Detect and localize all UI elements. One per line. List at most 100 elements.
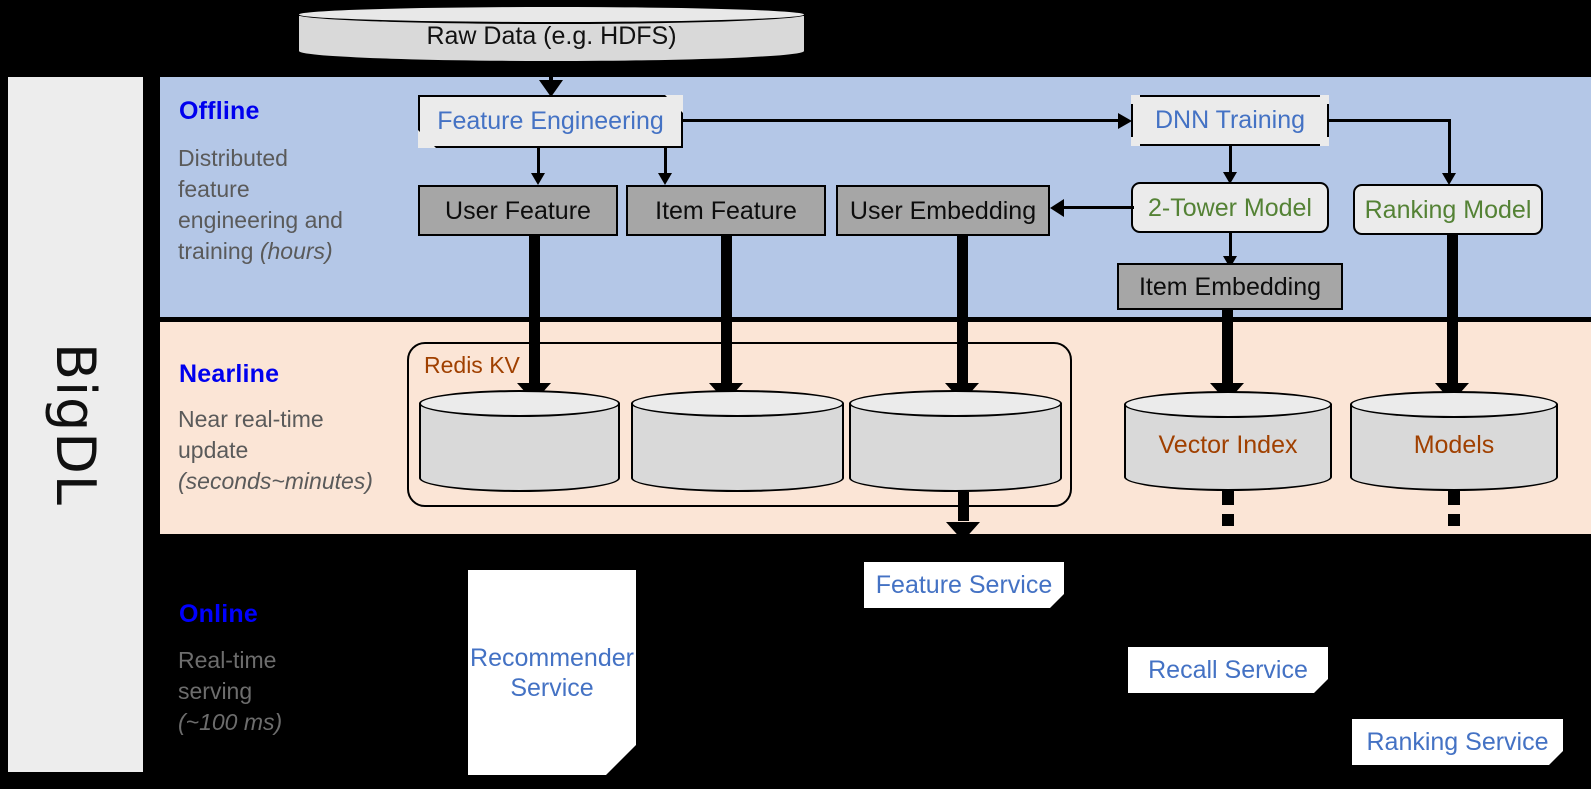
- arrowhead-fe-to-item-feature: [658, 173, 672, 185]
- bigdl-brand-rail: BigDL: [8, 77, 143, 772]
- pipe-models-dash-2: [1448, 514, 1460, 526]
- online-sub-l1: Real-time: [178, 647, 277, 673]
- online-sub-l3-em: (~100 ms): [178, 709, 283, 735]
- redis-store-1-cylinder[interactable]: [419, 390, 620, 492]
- offline-sub-l3: engineering and: [178, 207, 343, 233]
- redis-store-2-body: [631, 403, 844, 492]
- redis-store-3-top: [849, 390, 1062, 417]
- item-embedding-label: Item Embedding: [1138, 272, 1322, 301]
- pipe-ranking-model-to-models: [1447, 235, 1458, 388]
- page-fold-icon: [1549, 751, 1563, 765]
- redis-store-2-cylinder[interactable]: [631, 390, 844, 492]
- redis-store-1-label: [419, 390, 620, 492]
- raw-data-cylinder-top: [297, 5, 806, 24]
- offline-sub-l2: feature: [178, 176, 250, 202]
- recommender-service-label-line1: Recommender: [470, 643, 634, 672]
- recommender-service-label-line2: Service: [510, 673, 594, 702]
- vector-index-label: Vector Index: [1158, 430, 1298, 459]
- offline-layer-title: Offline: [179, 97, 260, 125]
- edge-dnn-to-two-tower: [1229, 146, 1232, 174]
- ranking-model-node[interactable]: Ranking Model: [1353, 184, 1543, 235]
- arrowhead-redis-to-feature-service: [946, 522, 980, 541]
- arrowhead-feature-engineering-to-dnn-training: [1118, 113, 1132, 129]
- arrowhead-dnn-to-two-tower: [1223, 172, 1237, 184]
- raw-data-label: Raw Data (e.g. HDFS): [426, 21, 677, 50]
- pipe-user-embedding-to-store-3: [957, 236, 968, 388]
- page-fold-icon: [1314, 679, 1328, 693]
- redis-store-3-cylinder[interactable]: [849, 390, 1062, 492]
- dnn-training-node[interactable]: DNN Training: [1131, 95, 1329, 146]
- redis-kv-label: Redis KV: [424, 352, 520, 378]
- feature-engineering-node[interactable]: Feature Engineering: [418, 95, 683, 148]
- bigdl-brand-label: BigDL: [44, 343, 107, 506]
- feature-engineering-shape: [418, 95, 683, 148]
- online-sub-l2: serving: [178, 678, 253, 704]
- item-embedding-node[interactable]: Item Embedding: [1117, 263, 1343, 310]
- ranking-service-label: Ranking Service: [1366, 728, 1549, 756]
- offline-sub-l4-em: (hours): [259, 238, 333, 264]
- models-label: Models: [1413, 430, 1495, 459]
- user-feature-label: User Feature: [445, 196, 591, 225]
- edge-feature-engineering-to-dnn-training: [683, 119, 1119, 122]
- ranking-model-label: Ranking Model: [1364, 195, 1532, 224]
- feature-service-label: Feature Service: [875, 571, 1053, 599]
- arrowhead-rawdata-to-feature-engineering: [539, 80, 563, 97]
- item-feature-node[interactable]: Item Feature: [626, 185, 826, 236]
- nearline-layer-title: Nearline: [179, 360, 280, 388]
- dnn-training-label: DNN Training: [1154, 106, 1306, 134]
- dnn-training-shape: [1131, 95, 1329, 146]
- ranking-service-node[interactable]: Ranking Service: [1352, 719, 1563, 765]
- nearline-sub-l2: update: [178, 437, 249, 463]
- edge-dnn-to-ranking-model-v: [1448, 119, 1451, 175]
- models-cylinder[interactable]: Models: [1350, 391, 1558, 491]
- recommender-service-node[interactable]: Recommender Service: [468, 570, 636, 775]
- offline-layer-subtitle: Distributed feature engineering and trai…: [178, 143, 413, 267]
- nearline-sub-l1: Near real-time: [178, 406, 324, 432]
- edge-dnn-to-ranking-model-h: [1329, 119, 1451, 122]
- nearline-layer-subtitle: Near real-time update (seconds~minutes): [178, 404, 413, 497]
- user-feature-node[interactable]: User Feature: [418, 185, 618, 236]
- item-feature-label: Item Feature: [655, 196, 797, 225]
- redis-store-1-body: [419, 403, 620, 492]
- online-layer-title: Online: [179, 600, 258, 628]
- models-top: [1350, 391, 1558, 418]
- offline-sub-l4: training: [178, 238, 260, 264]
- vector-index-cylinder[interactable]: Vector Index: [1124, 391, 1332, 491]
- online-layer-subtitle: Real-time serving (~100 ms): [178, 645, 413, 738]
- pipe-vector-index-dash-1: [1222, 491, 1234, 505]
- redis-store-2-top: [631, 390, 844, 417]
- edge-rawdata-to-feature-engineering: [549, 62, 553, 84]
- pipe-vector-index-dash-2: [1222, 514, 1234, 526]
- pipe-models-dash-1: [1448, 491, 1460, 505]
- pipe-item-feature-to-store-2: [721, 236, 732, 388]
- redis-store-1-top: [419, 390, 620, 417]
- raw-data-cylinder[interactable]: Raw Data (e.g. HDFS): [297, 5, 806, 63]
- recall-service-label: Recall Service: [1148, 656, 1308, 684]
- pipe-redis-to-feature-service-v: [958, 492, 969, 507]
- redis-store-2-label: [631, 390, 844, 492]
- pipe-redis-to-feature-service-dash: [958, 507, 969, 521]
- recall-service-node[interactable]: Recall Service: [1128, 647, 1328, 693]
- vector-index-top: [1124, 391, 1332, 418]
- edge-fe-to-item-feature: [664, 148, 667, 176]
- pipe-user-feature-to-store-1: [529, 236, 540, 388]
- edge-two-tower-to-item-embedding: [1229, 233, 1232, 258]
- arrowhead-dnn-to-ranking-model: [1442, 173, 1456, 185]
- arrowhead-two-tower-to-user-embedding: [1050, 199, 1064, 217]
- edge-fe-to-user-feature: [537, 148, 540, 176]
- user-embedding-node[interactable]: User Embedding: [836, 185, 1050, 236]
- arrowhead-fe-to-user-feature: [531, 173, 545, 185]
- edge-two-tower-to-user-embedding: [1064, 206, 1134, 209]
- redis-store-3-label: [849, 390, 1062, 492]
- feature-service-node[interactable]: Feature Service: [864, 562, 1064, 608]
- page-fold-icon: [606, 745, 636, 775]
- offline-sub-l1: Distributed: [178, 145, 288, 171]
- user-embedding-label: User Embedding: [849, 196, 1037, 225]
- nearline-sub-l3-em: (seconds~minutes): [178, 468, 373, 494]
- two-tower-model-label: 2-Tower Model: [1148, 193, 1312, 222]
- models-body: [1350, 404, 1558, 491]
- vector-index-body: [1124, 404, 1332, 491]
- redis-kv-container[interactable]: [407, 342, 1072, 507]
- two-tower-model-node[interactable]: 2-Tower Model: [1131, 182, 1329, 233]
